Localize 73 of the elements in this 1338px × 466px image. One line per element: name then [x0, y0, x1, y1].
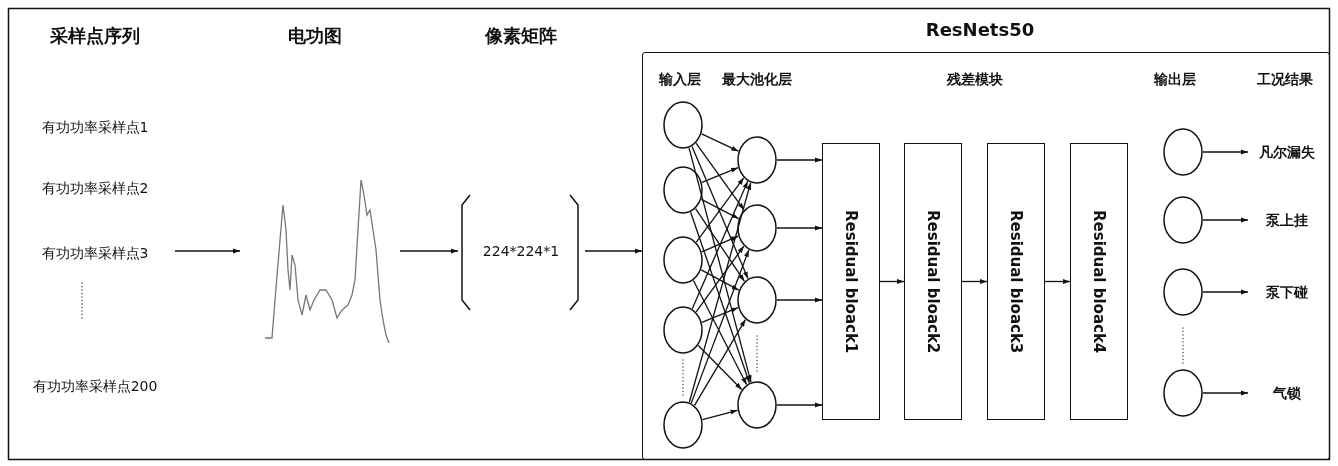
- arrow: [701, 235, 739, 253]
- arrow: [1202, 390, 1249, 396]
- residual-block: [1070, 143, 1128, 420]
- result-label: 泵上挂: [1265, 211, 1309, 229]
- arrow: [691, 180, 749, 310]
- block-label: Residual bloack2: [924, 209, 942, 354]
- layer-heading: 最大池化层: [722, 70, 792, 88]
- arrow: [700, 198, 740, 220]
- arrow: [399, 248, 459, 254]
- arrow: [701, 307, 739, 323]
- sample-point-label: 有功功率采样点1: [41, 118, 149, 136]
- neuron-circle: [737, 136, 777, 184]
- neuron-circle: [1163, 268, 1203, 316]
- layer-heading: 残差模块: [947, 70, 1003, 88]
- neuron-circle: [663, 166, 703, 214]
- arrow: [697, 344, 743, 391]
- block-label: Residual bloack3: [1007, 209, 1025, 354]
- neuron-circle: [1163, 369, 1203, 417]
- sample-point-label: 有功功率采样点200: [32, 377, 158, 395]
- sample-point-label: 有功功率采样点3: [41, 244, 149, 262]
- neuron-circle: [737, 381, 777, 429]
- layer-heading: 输入层: [659, 70, 701, 88]
- arrow: [879, 279, 905, 284]
- arrow: [1202, 217, 1249, 223]
- arrow: [776, 297, 823, 303]
- result-label: 凡尔漏失: [1258, 143, 1316, 161]
- arrow: [690, 211, 750, 384]
- arrow: [1044, 279, 1071, 284]
- column-heading: ResNets50: [925, 19, 1035, 41]
- arrow: [695, 245, 745, 313]
- neuron-circle: [663, 236, 703, 284]
- arrow: [174, 248, 241, 254]
- block-label: Residual bloack1: [842, 209, 860, 354]
- arrow: [695, 177, 745, 243]
- residual-block: [904, 143, 962, 420]
- block-label: Residual bloack4: [1090, 209, 1108, 354]
- neuron-circle: [737, 204, 777, 252]
- result-label: 泵下碰: [1265, 283, 1309, 301]
- arrow: [1202, 289, 1249, 295]
- arrow: [1202, 149, 1249, 155]
- neuron-circle: [663, 306, 703, 354]
- arrow: [584, 248, 643, 254]
- neuron-circle: [1163, 128, 1203, 176]
- arrow: [695, 142, 745, 211]
- arrow: [961, 279, 988, 284]
- arrow: [776, 225, 823, 231]
- neuron-circle: [663, 401, 703, 449]
- sample-point-label: 有功功率采样点2: [41, 179, 149, 197]
- arrow: [691, 145, 749, 280]
- arrow: [776, 157, 823, 163]
- arrow: [701, 409, 739, 421]
- arrow: [701, 167, 739, 183]
- column-heading: 像素矩阵: [485, 25, 557, 47]
- layer-heading: 输出层: [1154, 70, 1196, 88]
- result-label: 气锁: [1272, 384, 1302, 402]
- column-heading: 采样点序列: [50, 25, 140, 47]
- neuron-circle: [1163, 196, 1203, 244]
- column-heading: 电功图: [288, 25, 342, 47]
- layer-heading: 工况结果: [1257, 70, 1313, 88]
- arrow: [688, 182, 752, 403]
- arrow: [700, 269, 740, 291]
- arrow: [688, 147, 752, 383]
- neuron-circle: [663, 101, 703, 149]
- arrow: [690, 249, 750, 404]
- neuron-circle: [737, 276, 777, 324]
- residual-block: [987, 143, 1045, 420]
- arrow: [693, 318, 747, 407]
- arrow: [694, 208, 746, 282]
- residual-block: [822, 143, 880, 420]
- arrow: [776, 402, 823, 408]
- arrow: [700, 133, 740, 152]
- arrow: [692, 279, 748, 386]
- matrix-size-label: 224*224*1: [482, 242, 560, 260]
